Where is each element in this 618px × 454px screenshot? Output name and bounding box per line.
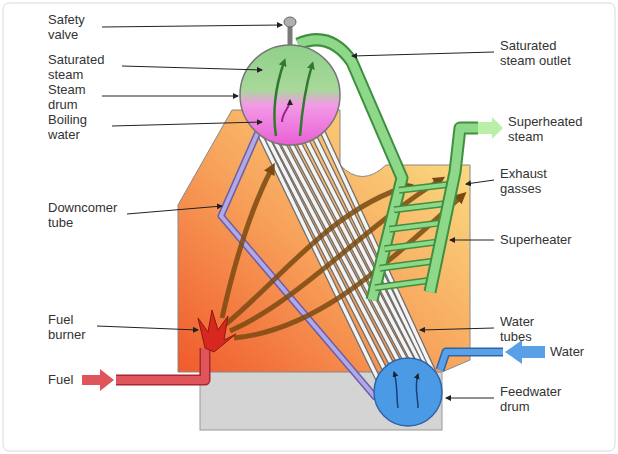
- steam-drum: [240, 17, 340, 145]
- fuel-arrow: [82, 369, 114, 391]
- part-label: Fuel burner: [48, 312, 95, 342]
- superheater-tube: [375, 280, 433, 288]
- superheater-tube: [389, 222, 444, 229]
- downcomer-tube: [221, 132, 376, 398]
- part-label: Steam drum: [48, 82, 100, 112]
- part-label: Feedwater drum: [500, 384, 580, 414]
- water-tube: [314, 136, 427, 367]
- part-label: Saturated steam: [48, 52, 120, 82]
- fuel-line: [82, 310, 236, 391]
- part-label: Downcomer tube: [48, 200, 125, 230]
- superheater-tube: [399, 184, 453, 190]
- frame: [3, 3, 615, 451]
- superheater-tube: [394, 203, 448, 210]
- superheater-tube: [380, 261, 437, 268]
- part-label: Fuel: [48, 372, 78, 387]
- superheater-tube: [399, 184, 453, 190]
- part-label: Exhaust gasses: [500, 166, 570, 196]
- superheater-tube: [385, 242, 441, 249]
- part-label: Superheated steam: [508, 114, 600, 144]
- superheater-tube: [394, 203, 448, 210]
- water-tube: [314, 136, 427, 367]
- leader-lines: [97, 25, 494, 398]
- superheater-tube: [385, 242, 441, 249]
- exhaust-arrows: [222, 168, 462, 338]
- steam-arrow: [478, 117, 503, 139]
- part-label: Saturated steam outlet: [500, 38, 592, 68]
- part-label: Superheater: [500, 232, 600, 247]
- downcomer-outline: [221, 132, 376, 398]
- burner-flame: [198, 310, 236, 352]
- part-label: Safety valve: [48, 12, 100, 42]
- part-label: Water tubes: [500, 314, 552, 344]
- superheater-tube: [389, 222, 444, 229]
- superheater-tube: [380, 261, 437, 268]
- water-tubes: [258, 130, 434, 379]
- part-label: Water: [550, 344, 610, 359]
- part-label: Boiling water: [48, 112, 110, 142]
- superheater-tube: [375, 280, 433, 288]
